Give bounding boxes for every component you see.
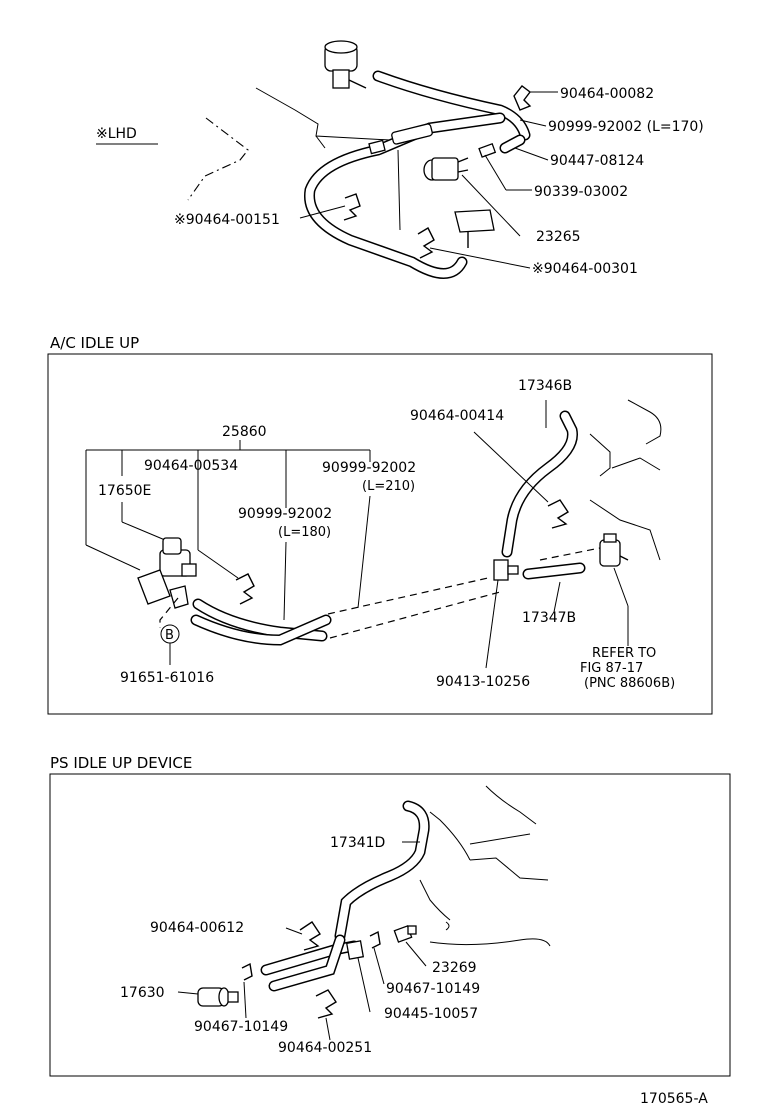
label-90999-92002-a: 90999-92002 bbox=[322, 460, 416, 476]
label-l180: (L=180) bbox=[278, 525, 331, 540]
lhd-title: ※LHD bbox=[96, 126, 137, 142]
clip-90464-00612 bbox=[299, 921, 321, 951]
label-23269: 23269 bbox=[432, 960, 477, 976]
vsv-17650e bbox=[137, 537, 197, 609]
vsv-23265 bbox=[423, 157, 469, 181]
label-l210: (L=210) bbox=[362, 479, 415, 494]
label-90999-92002-l170: 90999-92002 (L=170) bbox=[548, 119, 704, 135]
label-90464-00414: 90464-00414 bbox=[410, 408, 504, 424]
label-17650e: 17650E bbox=[98, 483, 151, 499]
clip-90464-00534 bbox=[235, 573, 255, 605]
label-90464-00151: ※90464-00151 bbox=[174, 212, 280, 228]
label-23265: 23265 bbox=[536, 229, 581, 245]
label-17347b: 17347B bbox=[522, 610, 576, 626]
label-91651-61016: 91651-61016 bbox=[120, 670, 214, 686]
bracket bbox=[454, 209, 495, 248]
clip-90464-00414 bbox=[547, 499, 569, 529]
ac-section-title: A/C IDLE UP bbox=[50, 334, 139, 352]
label-90999-92002-b: 90999-92002 bbox=[238, 506, 332, 522]
label-pnc: (PNC 88606B) bbox=[584, 676, 675, 691]
footer-code: 170565-A bbox=[640, 1091, 708, 1107]
label-90464-00082: 90464-00082 bbox=[560, 86, 654, 102]
label-90413-10256: 90413-10256 bbox=[436, 674, 530, 690]
label-90447-08124: 90447-08124 bbox=[550, 153, 644, 169]
clip-90464-00301 bbox=[417, 227, 435, 259]
ps-idle-up-section: PS IDLE UP DEVICE bbox=[49, 754, 731, 1077]
idle-up-valve bbox=[599, 533, 629, 567]
label-90464-00612: 90464-00612 bbox=[150, 920, 244, 936]
label-90464-00301: ※90464-00301 bbox=[532, 261, 638, 277]
fitting-23269 bbox=[393, 925, 417, 943]
label-90445-10057: 90445-10057 bbox=[384, 1006, 478, 1022]
label-90464-00251: 90464-00251 bbox=[278, 1040, 372, 1056]
label-17341d: 17341D bbox=[330, 835, 385, 851]
t-joint-90413 bbox=[493, 559, 519, 581]
clamp-90467-left bbox=[241, 962, 253, 981]
b-marker-label: B bbox=[165, 628, 174, 643]
component-17630 bbox=[197, 987, 239, 1007]
label-25860: 25860 bbox=[222, 424, 267, 440]
label-17630: 17630 bbox=[120, 985, 165, 1001]
label-fig-87-17: FIG 87-17 bbox=[580, 661, 643, 676]
connector-90339 bbox=[478, 143, 497, 158]
clip-90464-00082 bbox=[513, 85, 532, 111]
label-90339-03002: 90339-03002 bbox=[534, 184, 628, 200]
clip-90464-00251 bbox=[315, 989, 337, 1019]
ac-idle-up-section: A/C IDLE UP bbox=[47, 334, 713, 715]
clamp-90467-right bbox=[369, 930, 381, 949]
label-17346b: 17346B bbox=[518, 378, 572, 394]
vacuum-filter bbox=[391, 123, 433, 145]
engine-outline bbox=[187, 117, 249, 201]
ac-section-frame bbox=[47, 353, 713, 715]
vacuum-canister bbox=[324, 40, 367, 89]
ps-section-title: PS IDLE UP DEVICE bbox=[50, 754, 192, 772]
label-90464-00534: 90464-00534 bbox=[144, 458, 238, 474]
clip-90464-00151 bbox=[343, 193, 361, 221]
ps-section-frame bbox=[49, 773, 731, 1077]
label-refer-to: REFER TO bbox=[592, 646, 656, 661]
label-90467-10149-a: 90467-10149 bbox=[386, 981, 480, 997]
lhd-section: ※LHD bbox=[96, 40, 704, 279]
label-90467-10149-b: 90467-10149 bbox=[194, 1019, 288, 1035]
